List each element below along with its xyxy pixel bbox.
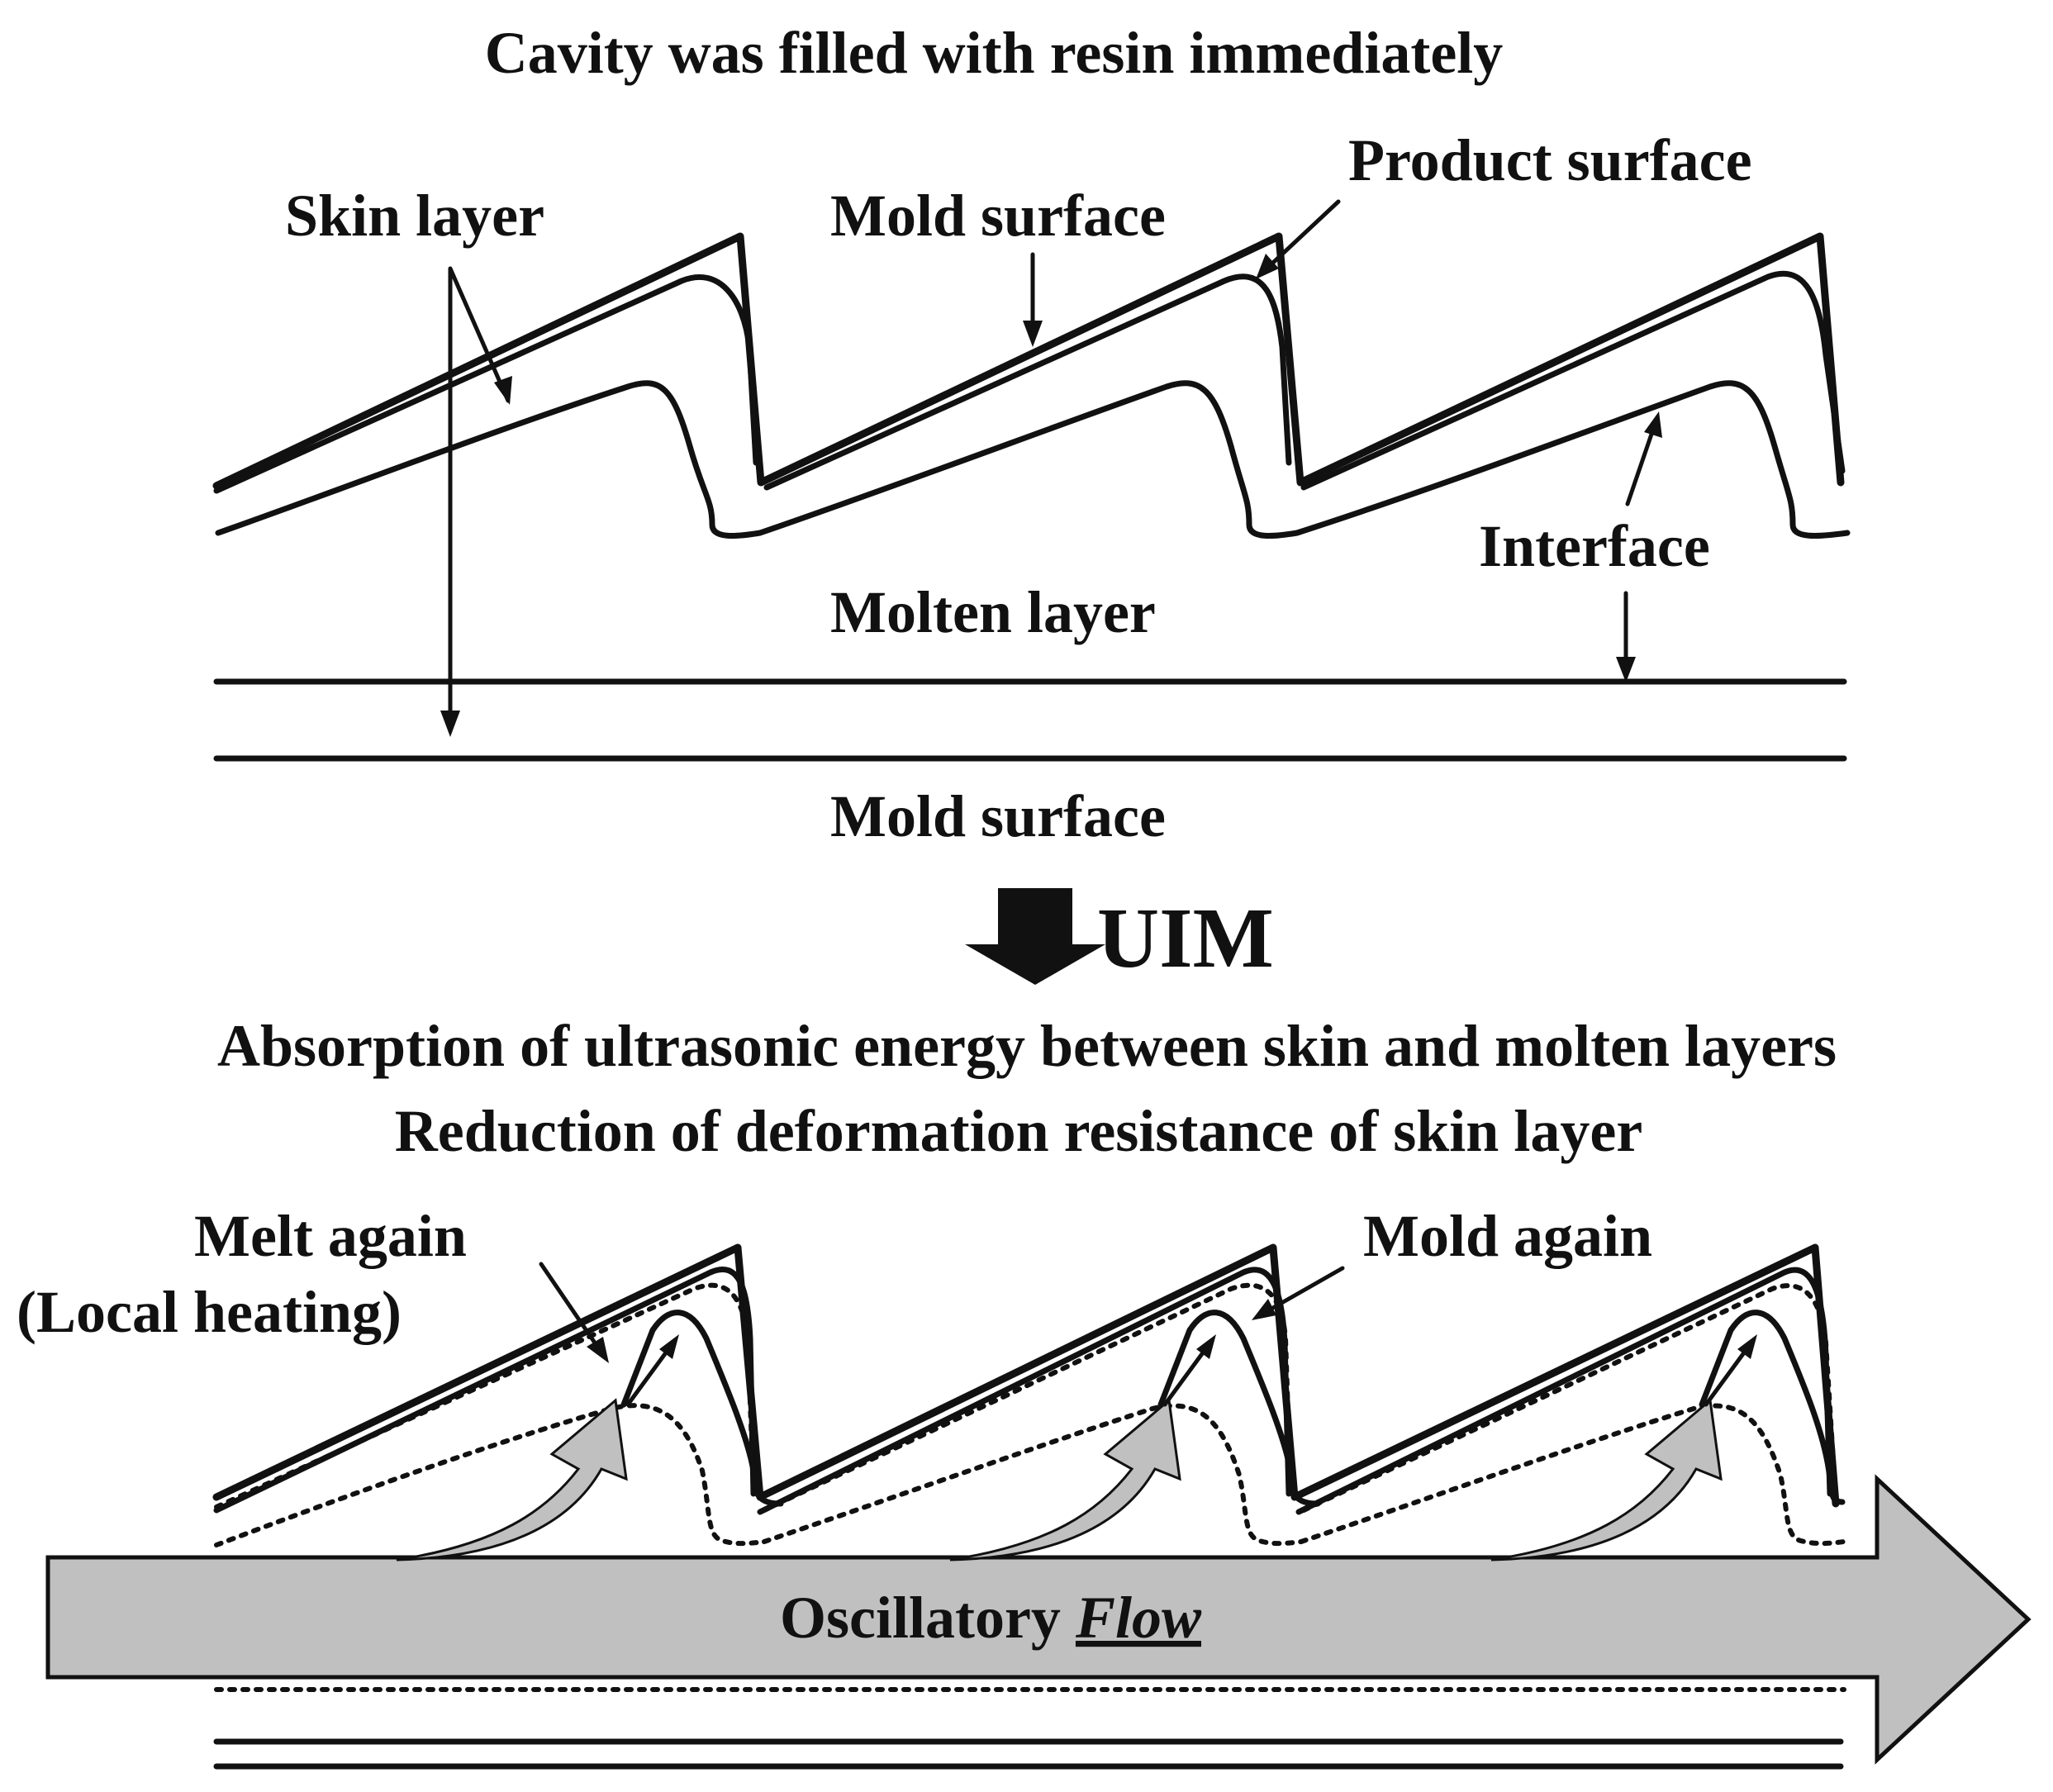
remelt-arrowhead-3 (1737, 1334, 1757, 1359)
heating-arrow-3 (1490, 1398, 1723, 1561)
upper-interface-line (215, 380, 1851, 540)
heating-arrow-2 (949, 1398, 1181, 1561)
molten-layer-label: Molten layer (830, 579, 1156, 645)
local-heating-label: (Local heating) (17, 1279, 402, 1345)
product-surface-arrowhead (1256, 254, 1279, 279)
skin-layer-label: Skin layer (285, 183, 544, 249)
oscillatory-flow-label: Oscillatory Flow (780, 1585, 1202, 1651)
mold-again-pointer (1257, 1266, 1345, 1318)
lower-remolded-interface-line (620, 1310, 1846, 1507)
interface-arrowhead-up (1644, 411, 1662, 438)
lower-dotted-skin-line (214, 1282, 1838, 1513)
mold-surface-arrowhead (1023, 321, 1043, 347)
mold-again-label: Mold again (1363, 1203, 1652, 1269)
lower-diagram: Melt again (Local heating) Mold again Os… (17, 1203, 2032, 1770)
title-top: Cavity was filled with resin immediately (485, 20, 1504, 86)
heating-arrow-1 (396, 1398, 628, 1561)
uim-down-arrow-icon (965, 888, 1105, 985)
product-surface-label: Product surface (1348, 127, 1752, 193)
interface-label: Interface (1479, 513, 1710, 579)
uim-label: UIM (1097, 891, 1274, 986)
melt-again-pointer (539, 1262, 606, 1357)
remelt-arrowhead-2 (1196, 1334, 1216, 1359)
remelt-arrowhead-1 (659, 1334, 679, 1359)
upper-product-surface-line (213, 270, 1846, 494)
product-surface-pointer (1260, 199, 1341, 275)
reduction-caption: Reduction of deformation resistance of s… (395, 1098, 1643, 1164)
skin-layer-arrowhead-right (494, 376, 512, 405)
mold-surface-upper-label: Mold surface (830, 183, 1166, 249)
melt-again-arrowhead (587, 1337, 609, 1363)
flow-word: Flow (1075, 1585, 1202, 1651)
lower-product-surface-line (213, 1267, 1833, 1515)
interface-arrowhead-down (1616, 657, 1636, 682)
lower-mold-surface-line (212, 1243, 1840, 1508)
oscillatory-word: Oscillatory (780, 1585, 1076, 1651)
uim-transition: UIM (965, 888, 1274, 986)
lower-original-interface-dotted (214, 1403, 1846, 1547)
skin-layer-arrowhead-down (440, 711, 460, 737)
absorption-caption: Absorption of ultrasonic energy between … (217, 1013, 1837, 1079)
upper-diagram: Skin layer Mold surface Product surface … (212, 127, 1851, 849)
mold-again-arrowhead (1252, 1299, 1276, 1320)
mold-surface-lower-label: Mold surface (830, 783, 1166, 849)
upper-mold-surface-line (212, 232, 1845, 490)
skin-layer-pointer (448, 266, 511, 734)
oscillatory-flow-arrow (45, 1474, 2032, 1765)
melt-again-label: Melt again (194, 1203, 467, 1269)
